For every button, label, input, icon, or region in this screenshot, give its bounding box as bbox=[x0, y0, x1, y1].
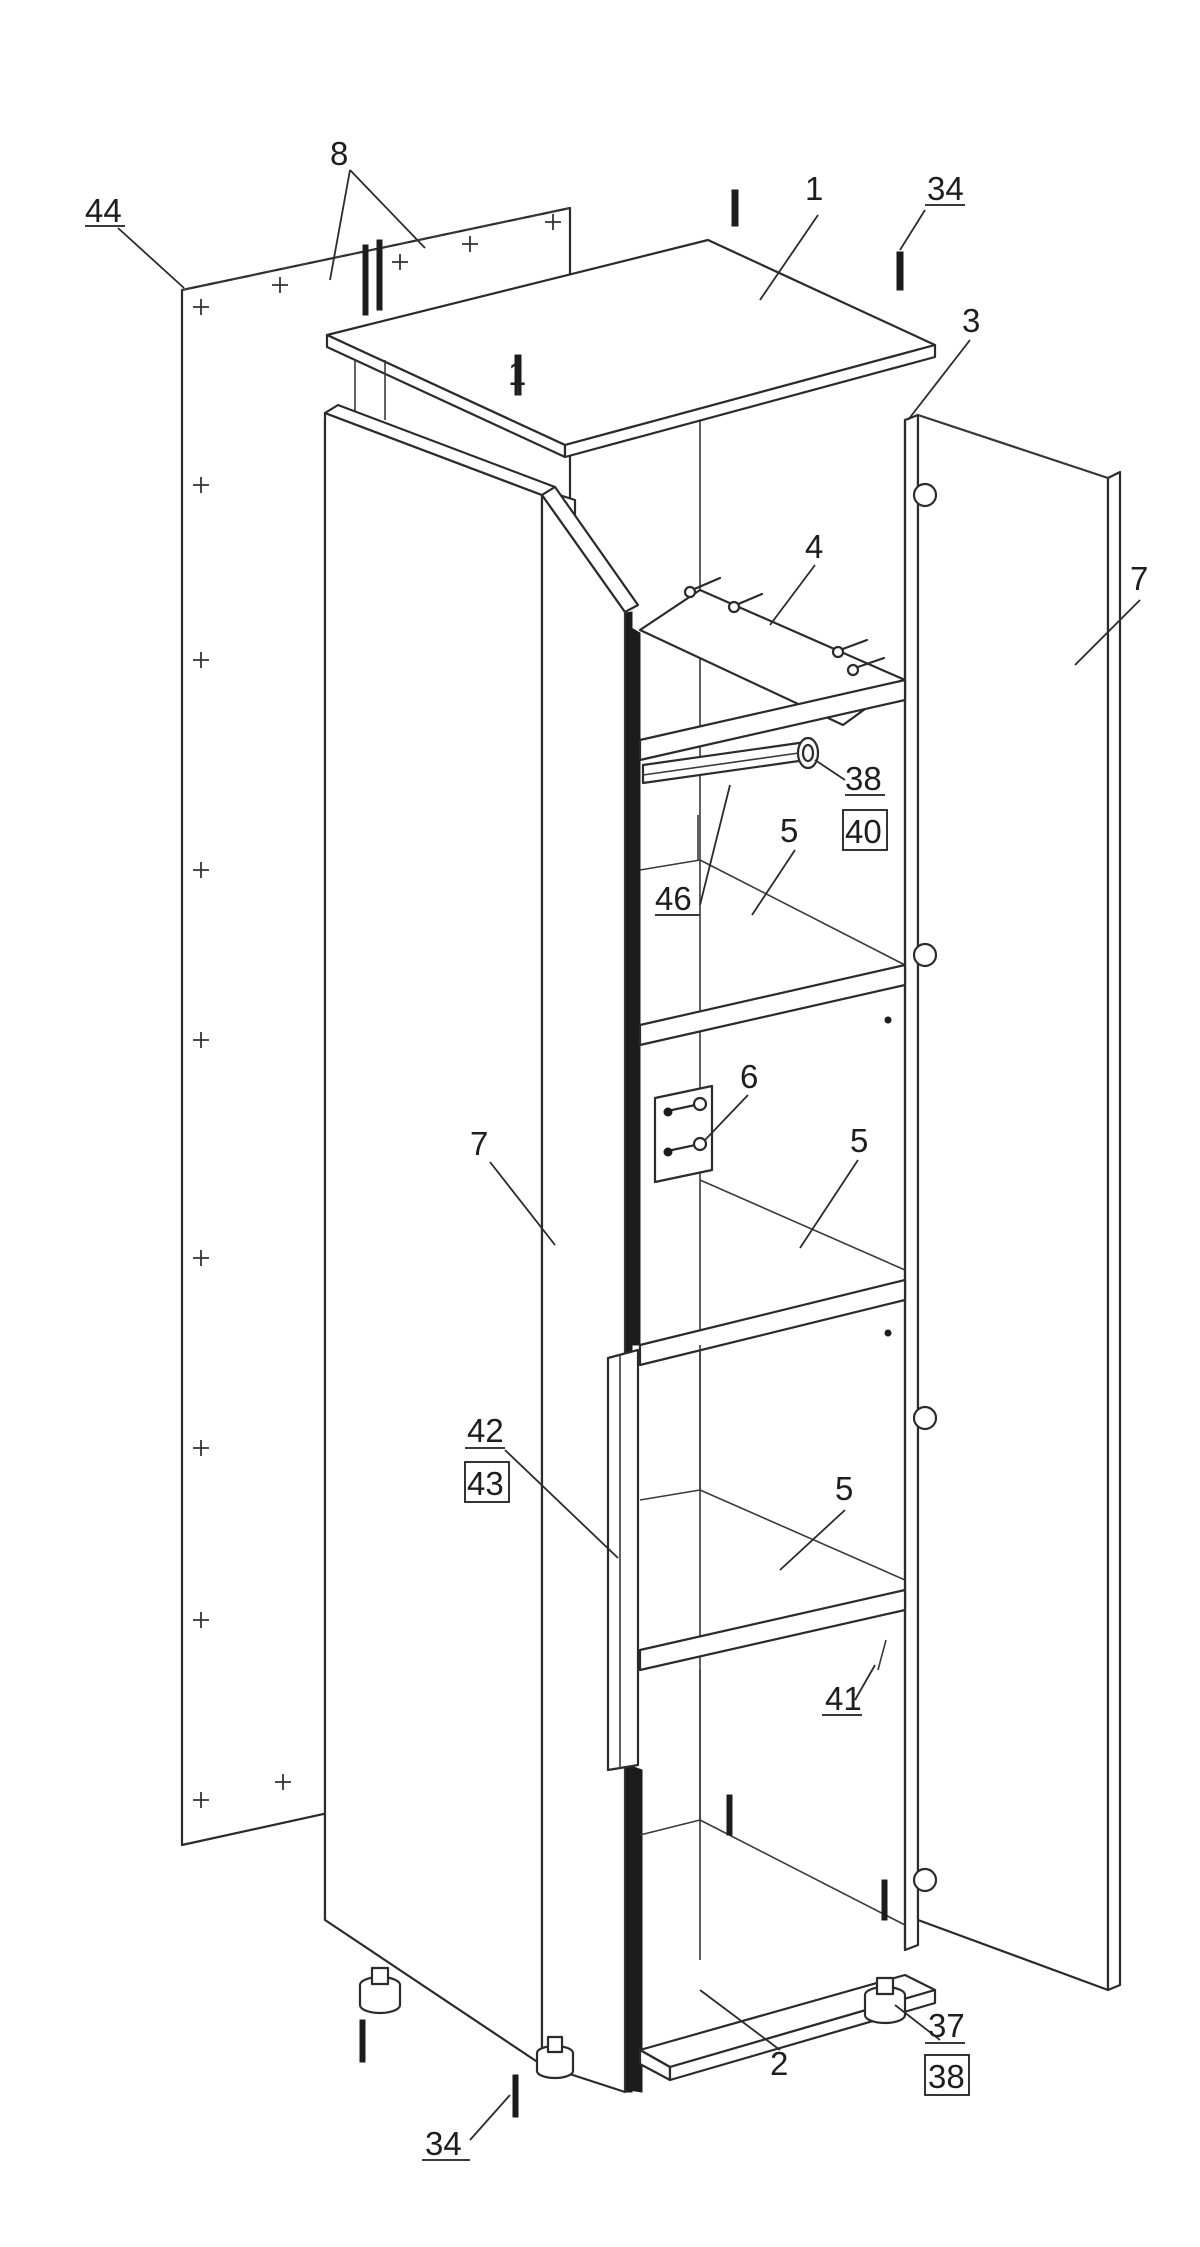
label-34-bottom: 34 bbox=[425, 2125, 462, 2162]
label-3: 3 bbox=[962, 302, 980, 339]
fixed-shelf bbox=[638, 576, 907, 762]
shelf-bolt-icon bbox=[683, 576, 886, 677]
label-40: 40 bbox=[845, 813, 882, 850]
label-1-side: 1 bbox=[508, 355, 526, 392]
top-dowel-icon bbox=[731, 189, 739, 227]
label-34-top: 34 bbox=[927, 170, 964, 207]
hinge-icon bbox=[912, 942, 938, 968]
door-right bbox=[912, 413, 1122, 1992]
foot-icon bbox=[358, 1966, 402, 2015]
adjustable-feet bbox=[358, 1966, 907, 2118]
shelf-middle bbox=[638, 1179, 907, 1367]
foot-dowel-icon bbox=[359, 2019, 366, 2063]
label-4: 4 bbox=[805, 528, 823, 565]
foot-icon bbox=[535, 2035, 575, 2080]
label-6: 6 bbox=[740, 1058, 758, 1095]
top-panel bbox=[325, 189, 937, 459]
leader-lines bbox=[117, 169, 1141, 2141]
shelf-pin-icon bbox=[877, 1639, 887, 1671]
foot-dowel-icon bbox=[512, 2074, 519, 2118]
hinge-icon bbox=[912, 1405, 938, 1431]
back-panel-screw-marks bbox=[193, 214, 561, 1808]
hinge-icon bbox=[912, 1867, 938, 1893]
label-42: 42 bbox=[467, 1412, 504, 1449]
label-44: 44 bbox=[85, 192, 122, 229]
hanging-rod bbox=[641, 736, 820, 785]
foot-icon bbox=[863, 1976, 907, 2025]
part-labels: 44 8 1 1 34 3 4 7 38 40 46 5 6 5 7 5 42 … bbox=[85, 135, 1148, 2162]
bottom-dowel-icon bbox=[726, 1794, 733, 1836]
label-38-rod: 38 bbox=[845, 760, 882, 797]
door-handle bbox=[606, 1348, 640, 1772]
label-37: 37 bbox=[928, 2007, 965, 2044]
label-5-middle: 5 bbox=[850, 1122, 868, 1159]
label-7-left: 7 bbox=[470, 1125, 488, 1162]
label-7-right: 7 bbox=[1130, 560, 1148, 597]
label-5-upper: 5 bbox=[780, 812, 798, 849]
shelf-upper bbox=[638, 815, 907, 1047]
label-8: 8 bbox=[330, 135, 348, 172]
label-1-top: 1 bbox=[805, 170, 823, 207]
label-41: 41 bbox=[825, 1680, 862, 1717]
label-46: 46 bbox=[655, 880, 692, 917]
bracket bbox=[653, 1084, 714, 1184]
door-left bbox=[323, 403, 640, 2094]
label-2: 2 bbox=[770, 2045, 788, 2082]
label-5-lower: 5 bbox=[835, 1470, 853, 1507]
top-dowel-icon bbox=[896, 251, 904, 291]
label-38-leg: 38 bbox=[928, 2058, 965, 2095]
shelf-lower bbox=[638, 1345, 907, 1672]
label-43: 43 bbox=[467, 1465, 504, 1502]
bottom-dowel-icon bbox=[881, 1879, 888, 1921]
hinge-icon bbox=[912, 482, 938, 508]
